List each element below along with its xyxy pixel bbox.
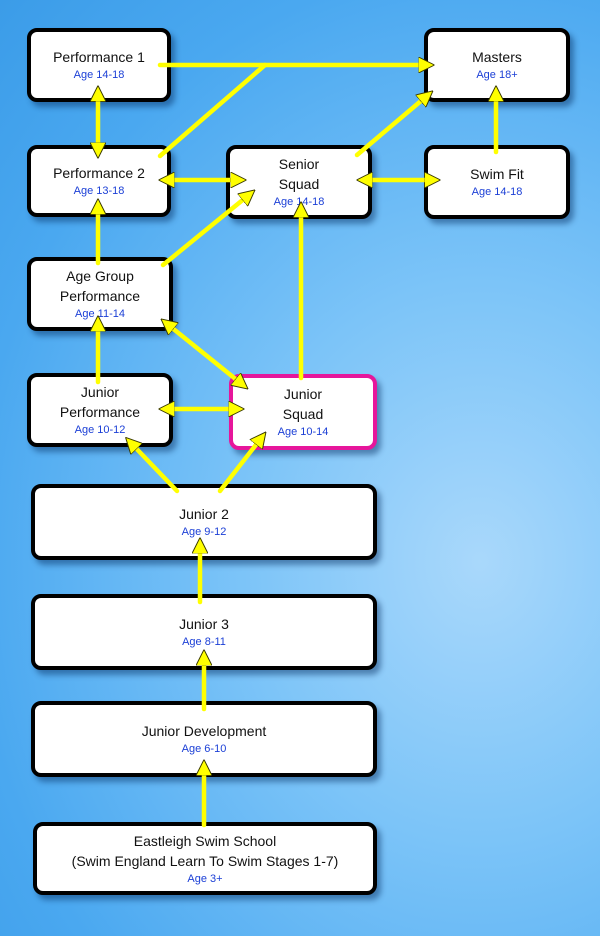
node-title: Junior 2 [179,506,229,522]
node-title: Performance 1 [53,49,145,65]
arrow-junior2-junior-performance [130,442,180,494]
node-age: Age 14-18 [471,186,523,198]
node-age: Age 3+ [187,872,223,885]
node-age: Age 6-10 [181,743,227,755]
node-title: Swim Fit [470,166,524,182]
arrow-age-group-junior-squad [166,323,243,385]
arrow-senior-squad-masters [354,95,428,158]
node-age: Age 10-12 [74,424,126,436]
node-title: Performance 2 [53,165,145,181]
node-junior-squad: Junior Squad Age 10-14 [229,374,377,450]
node-title: Junior Performance [59,384,141,420]
node-title: Masters [472,49,522,65]
node-age: Age 18+ [476,69,518,81]
node-age: Age 14-18 [73,69,125,81]
node-title: Senior Squad [278,156,320,192]
node-title: Eastleigh Swim School (Swim England Lear… [71,832,339,869]
arrow-performance2-masters [157,62,268,159]
arrow-junior2-junior-squad [217,437,262,494]
node-age: Age 8-11 [182,636,226,648]
node-senior-squad: Senior Squad Age 14-18 [226,145,372,219]
node-title: Junior 3 [179,616,229,632]
node-age: Age 13-18 [73,185,125,197]
node-swim-fit: Swim Fit Age 14-18 [424,145,570,219]
node-age: Age 11-14 [75,308,125,320]
node-age-group-performance: Age Group Performance Age 11-14 [27,257,173,331]
node-age: Age 10-14 [277,426,329,438]
node-title: Junior Development [141,723,267,739]
node-age: Age 9-12 [181,526,227,538]
arrow-age-group-senior-squad [160,194,250,268]
node-title: Age Group Performance [59,268,141,304]
node-title: Junior Squad [282,386,324,422]
